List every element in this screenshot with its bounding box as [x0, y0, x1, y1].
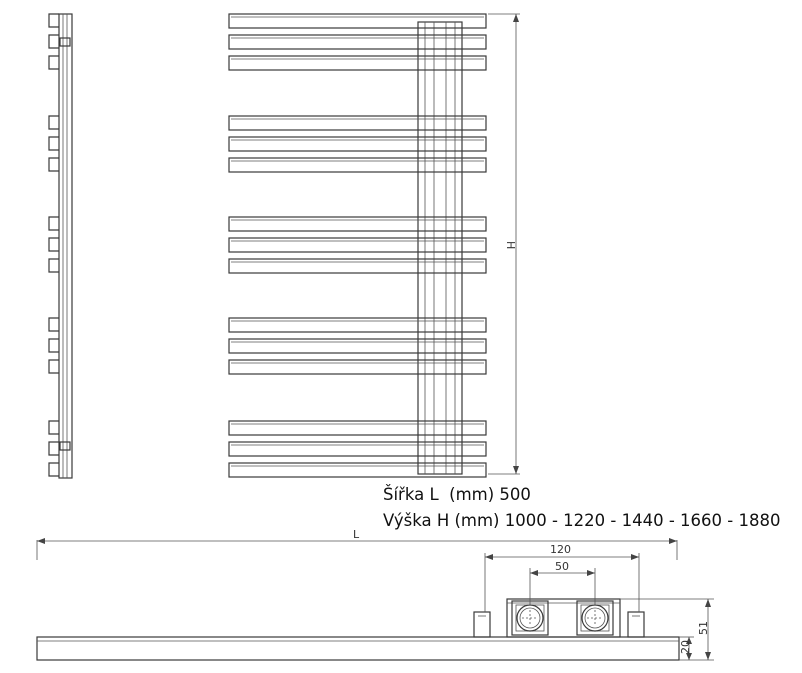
front-view — [228, 13, 487, 478]
towel-bar — [228, 136, 487, 152]
towel-bar — [228, 34, 487, 50]
spacing-inner-label: 50 — [555, 560, 569, 573]
side-view — [48, 13, 73, 479]
side-bar-profile — [48, 441, 59, 456]
side-bar-profile — [48, 216, 59, 231]
side-bar-profile — [48, 338, 59, 353]
towel-bar — [228, 55, 487, 71]
towel-bar — [228, 338, 487, 354]
side-bar-profile — [48, 157, 59, 172]
towel-bar — [228, 216, 487, 232]
towel-bar — [228, 157, 487, 173]
spec-height: Výška H (mm) 1000 - 1220 - 1440 - 1660 -… — [383, 511, 781, 530]
height-dimension: H — [488, 13, 520, 475]
towel-bar — [228, 317, 487, 333]
towel-bar — [228, 13, 487, 29]
side-bar-profile — [48, 359, 59, 374]
spacing-outer-label: 120 — [550, 543, 571, 556]
towel-bar — [228, 115, 487, 131]
side-bar-profile — [48, 317, 59, 332]
side-bar-profile — [48, 420, 59, 435]
vertical-collector — [417, 21, 463, 475]
side-bar-profile — [48, 237, 59, 252]
bottom-view: L 120 — [36, 528, 714, 661]
spec-width: Šířka L (mm) 500 — [383, 485, 531, 504]
side-bar-profile — [48, 258, 59, 273]
towel-bar — [228, 420, 487, 436]
depth-label: 51 — [697, 621, 710, 635]
side-bar-profile — [48, 13, 59, 28]
towel-bar — [228, 462, 487, 478]
side-bar-profile — [48, 136, 59, 151]
side-bar-profile — [48, 462, 59, 477]
length-label: L — [353, 528, 360, 541]
towel-bar — [228, 237, 487, 253]
side-bar-profile — [48, 34, 59, 49]
towel-bar — [228, 359, 487, 375]
towel-bar — [228, 258, 487, 274]
side-bar-profile — [48, 55, 59, 70]
side-bar-profile — [48, 115, 59, 130]
towel-bar — [228, 441, 487, 457]
offset-label: 20 — [679, 640, 692, 654]
height-label: H — [504, 241, 517, 249]
